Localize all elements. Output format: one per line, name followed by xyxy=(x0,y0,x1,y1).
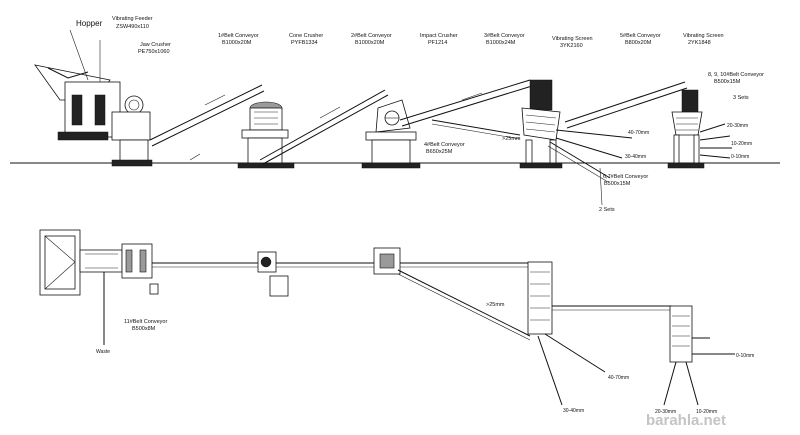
belt4-name: 4#Belt Conveyor xyxy=(424,142,465,148)
belt-conveyor-1 xyxy=(149,84,265,147)
belt2-name: 2#Belt Conveyor xyxy=(351,33,392,39)
plan-oversize-label: >25mm xyxy=(486,302,505,308)
plan-vibrating-screen-1 xyxy=(527,261,553,335)
plan-cone-crusher xyxy=(257,251,289,297)
plan-size-40-70: 40-70mm xyxy=(608,375,629,381)
plan-size-20-30: 20-30mm xyxy=(655,409,676,415)
vibrating-screen2-name: Vibrating Screen xyxy=(683,33,724,39)
screen2-size-10-20: 10-20mm xyxy=(731,141,752,147)
jaw-crusher-body xyxy=(111,111,151,141)
side-oversize-label: >25mm xyxy=(502,136,521,142)
cone-crusher-model: PYFB1334 xyxy=(291,40,318,46)
belt8910-name: 8, 9, 10#Belt Conveyor xyxy=(708,72,764,78)
screen1-size-40-70: 40-70mm xyxy=(628,130,649,136)
plan-size-0-10: 0-10mm xyxy=(736,353,754,359)
plan-return-conveyor xyxy=(397,269,531,337)
impact-crusher-model: PF1214 xyxy=(428,40,447,46)
cone-crusher-name: Cone Crusher xyxy=(289,33,323,39)
vibrating-feeder-name: Vibrating Feeder xyxy=(112,16,153,22)
belt-conveyor-4 xyxy=(431,119,521,140)
belt2-model: B1000x20M xyxy=(355,40,385,46)
screen1-size-30-40: 30-40mm xyxy=(625,154,646,160)
impact-crusher-name: Impact Crusher xyxy=(420,33,458,39)
side-view: Hopper Vibrating Feeder ZSW490x110 Jaw C… xyxy=(10,16,780,213)
jaw-crusher-model: PE750x1060 xyxy=(138,49,170,55)
belt-conveyor-5 xyxy=(564,81,688,129)
vibrating-screen1-model: 3YK2160 xyxy=(560,43,583,49)
belt-conveyor-2 xyxy=(189,89,389,165)
watermark-text: barahla.net xyxy=(646,412,726,429)
screen2-size-20-30: 20-30mm xyxy=(727,123,748,129)
plan-view: 11#Belt Conveyor B500x8M Waste >25mm 40-… xyxy=(39,229,754,415)
plan-hopper xyxy=(39,229,81,296)
plan-vibrating-screen-2 xyxy=(669,305,693,363)
belt3-model: B1000x24M xyxy=(486,40,516,46)
jaw-crusher-name: Jaw Crusher xyxy=(140,42,171,48)
screen2-discharge xyxy=(699,123,732,159)
jaw-flywheel xyxy=(124,95,144,115)
belt67-model: B500x15M xyxy=(604,181,631,187)
vibrating-screen-2 xyxy=(667,89,705,169)
watermark: barahla.net xyxy=(646,412,726,429)
plan-impact-crusher xyxy=(373,247,401,275)
belt5-model: B800x20M xyxy=(625,40,652,46)
belt8910-model: B500x15M xyxy=(714,79,741,85)
plan-size-30-40: 30-40mm xyxy=(563,408,584,414)
screen1-discharge xyxy=(547,129,633,206)
belt8910-count: 3 Sets xyxy=(733,95,749,101)
belt67-name: 6,7#Belt Conveyor xyxy=(603,174,648,180)
plan-feeder-jaw xyxy=(79,243,159,345)
vibrating-screen1-name: Vibrating Screen xyxy=(552,36,593,42)
cone-crusher xyxy=(237,101,295,169)
vibrating-screen-1 xyxy=(519,79,563,169)
screen2-size-0-10: 0-10mm xyxy=(731,154,749,160)
jaw-foundation xyxy=(111,159,153,167)
hopper-feeder-jaw-group xyxy=(34,29,153,167)
belt11-name: 11#Belt Conveyor xyxy=(124,319,167,325)
belt67-count: 2 Sets xyxy=(599,207,615,213)
waste-label: Waste xyxy=(96,349,110,355)
plan-size-10-20: 10-20mm xyxy=(696,409,717,415)
hopper-label: Hopper xyxy=(76,19,103,28)
vibrating-feeder-model: ZSW490x110 xyxy=(116,24,149,30)
belt-conveyor-3 xyxy=(399,79,533,127)
impact-crusher xyxy=(361,99,421,169)
belt4-model: B650x25M xyxy=(426,149,453,155)
belt1-name: 1#Belt Conveyor xyxy=(218,33,259,39)
belt1-model: B1000x20M xyxy=(222,40,252,46)
vibrating-screen2-model: 2YK1848 xyxy=(688,40,711,46)
belt11-model: B500x8M xyxy=(132,326,156,332)
belt3-name: 3#Belt Conveyor xyxy=(484,33,525,39)
belt5-name: 5#Belt Conveyor xyxy=(620,33,661,39)
